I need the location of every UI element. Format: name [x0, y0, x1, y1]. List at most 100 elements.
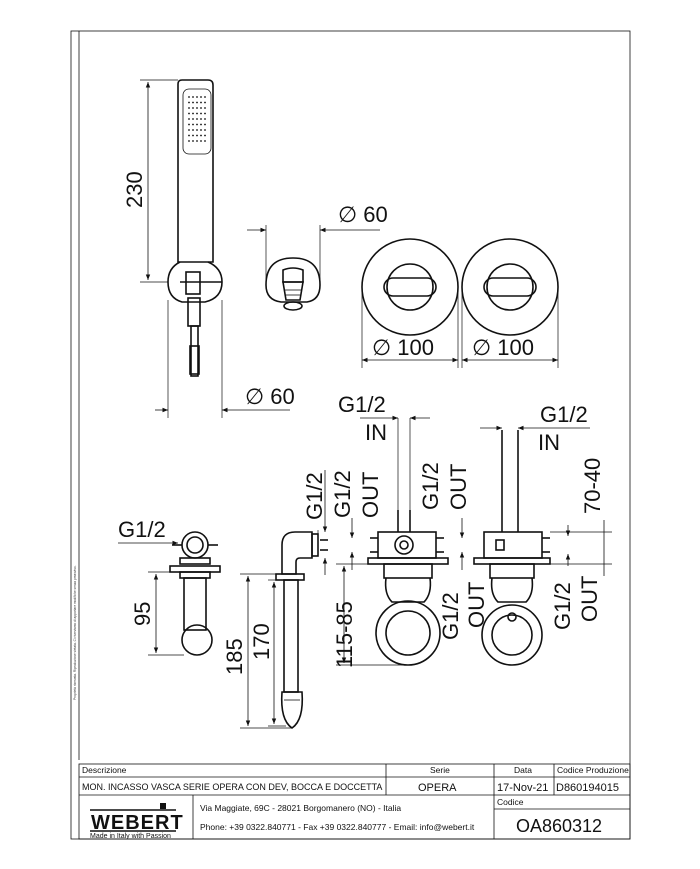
codice-produzione-label: Codice Produzione [557, 765, 629, 775]
nozzle-dot [204, 96, 206, 98]
brand-tagline: Made in Italy with Passion [90, 833, 171, 840]
dimension-g12-out-a: G1/2 OUT [330, 470, 383, 570]
nozzle-dot [196, 140, 198, 142]
nozzle-dot [196, 118, 198, 120]
webert-logo: WEBERT Made in Italy with Passion [90, 803, 184, 840]
dimension-230: 230 [122, 79, 178, 283]
data-label: Data [514, 765, 532, 775]
spout-side-view [275, 531, 328, 729]
nozzle-dot [204, 140, 206, 142]
dimension-95: 95 [130, 571, 184, 656]
nozzle-dot [204, 118, 206, 120]
nozzle-dot [204, 129, 206, 131]
dimension-g12-in-right: G1/2 IN [480, 402, 590, 455]
wall-outlet-side-view [169, 531, 221, 656]
nozzle-dot [200, 118, 202, 120]
dimension-g12-left: G1/2 [118, 517, 178, 546]
dimension-diam-60-bottom: ∅ 60 [155, 300, 295, 418]
nozzle-dot [188, 112, 190, 115]
dim-label-diam-60-bottom: ∅ 60 [245, 384, 295, 409]
dim-label-g12-out-b: G1/2 [418, 462, 443, 510]
dim-label-g12-in-left: G1/2 [338, 392, 386, 417]
dim-label-out-a: OUT [358, 472, 383, 518]
codice-value: OA860312 [516, 816, 602, 836]
nozzle-dot [204, 123, 206, 126]
nozzle-dot [192, 101, 194, 104]
title-block: Descrizione MON. INCASSO VASCA SERIE OPE… [78, 763, 631, 840]
mixer-body-side-view [473, 430, 551, 666]
brand-name: WEBERT [91, 812, 184, 834]
nozzle-dot [188, 96, 190, 98]
nozzle-dot [200, 129, 202, 131]
dim-label-185: 185 [222, 638, 247, 675]
nozzle-dot [200, 96, 202, 98]
dimension-g12-out-b: G1/2 OUT [418, 462, 471, 570]
dimension-diam-100-right: ∅ 100 [461, 290, 559, 368]
nozzle-dot [196, 129, 198, 131]
nozzle-dot [196, 134, 198, 137]
dim-label-g12-out-c: G1/2 [438, 592, 463, 640]
nozzle-dot [196, 107, 198, 109]
dim-label-95: 95 [130, 602, 155, 626]
dim-label-230: 230 [122, 171, 147, 208]
nozzle-dot [200, 134, 202, 137]
nozzle-dot [200, 140, 202, 142]
nozzle-dot [192, 96, 194, 98]
serie-label: Serie [430, 765, 450, 775]
dimension-70-40: 70-40 [550, 458, 612, 576]
nozzle-dot [188, 118, 190, 120]
dim-label-g12-in-right: G1/2 [540, 402, 588, 427]
dim-label-g12-out-a: G1/2 [330, 470, 355, 518]
dimension-g12-out-d: G1/2 OUT [550, 576, 602, 630]
nozzle-dot [200, 123, 202, 126]
diverter-rosette-front [361, 238, 459, 336]
nozzle-dot [192, 107, 194, 109]
codice-produzione-value: D860194015 [556, 782, 619, 794]
dim-label-diam-100-right: ∅ 100 [472, 335, 534, 360]
dimension-170: 170 [249, 579, 286, 727]
dim-label-diam-100-left: ∅ 100 [372, 335, 434, 360]
nozzle-dot [188, 129, 190, 131]
nozzle-dot [200, 107, 202, 109]
nozzle-dot [192, 140, 194, 142]
side-note: Proprietà riservata. Riproduzione vietat… [73, 565, 77, 700]
dimension-g12-spout-side: G1/2 [302, 470, 328, 575]
nozzle-dot [192, 134, 194, 137]
dimension-diam-100-left: ∅ 100 [361, 290, 459, 368]
dim-label-115-85: 115-85 [332, 601, 357, 668]
dimension-g12-in-left: G1/2 IN [338, 392, 430, 510]
nozzle-dot [192, 129, 194, 131]
spout-front-view [265, 257, 321, 311]
dim-label-out-c: OUT [464, 582, 489, 628]
nozzle-dot [204, 134, 206, 137]
nozzle-dot [196, 101, 198, 104]
nozzle-dot [192, 123, 194, 126]
dimension-185: 185 [222, 573, 292, 729]
nozzle-dot [200, 101, 202, 104]
dim-label-g12-out-d: G1/2 [550, 582, 575, 630]
dimension-g12-out-c: G1/2 OUT [438, 582, 489, 640]
nozzle-dot [196, 96, 198, 98]
dim-label-g12-side: G1/2 [302, 472, 327, 520]
nozzle-dot [192, 112, 194, 115]
descrizione-value: MON. INCASSO VASCA SERIE OPERA CON DEV, … [82, 782, 382, 792]
dim-label-in-right: IN [538, 430, 560, 455]
dimension-115-85: 115-85 [332, 563, 408, 668]
dimension-diam-60-top: ∅ 60 [247, 202, 388, 283]
nozzle-grid [188, 96, 206, 142]
codice-label: Codice [497, 797, 524, 807]
dim-label-out-d: OUT [577, 576, 602, 622]
dim-label-g12-left: G1/2 [118, 517, 166, 542]
nozzle-dot [200, 112, 202, 115]
nozzle-dot [192, 118, 194, 120]
nozzle-dot [188, 101, 190, 104]
nozzle-dot [204, 107, 206, 109]
nozzle-dot [204, 101, 206, 104]
dim-label-diam-60-top: ∅ 60 [338, 202, 388, 227]
dim-label-in-left: IN [365, 420, 387, 445]
dim-label-170: 170 [249, 623, 274, 660]
nozzle-dot [188, 134, 190, 137]
data-value: 17-Nov-21 [497, 782, 548, 794]
company-address: Via Maggiate, 69C - 28021 Borgomanero (N… [200, 803, 401, 813]
